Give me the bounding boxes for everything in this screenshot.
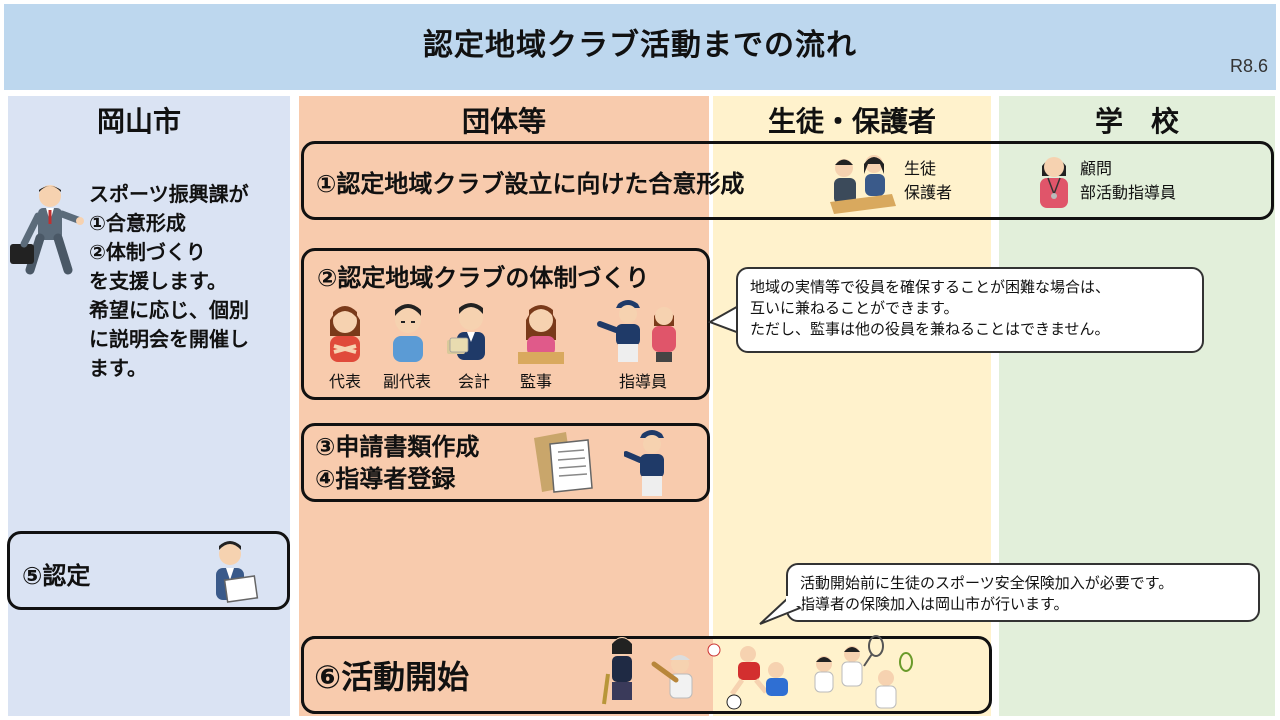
title-bar: [4, 4, 1276, 90]
step-6-box-left: [301, 636, 713, 714]
accountant-icon: [447, 303, 485, 360]
step-1-label: ①認定地域クラブ設立に向けた合意形成: [316, 170, 745, 198]
role-label: 指導員: [618, 372, 667, 391]
roles-note-line: 互いに兼ねることができます。: [750, 299, 959, 317]
city-support-line: を支援します。: [89, 269, 227, 293]
step-3-4-labels: ③申請書類作成 ④指導者登録: [315, 431, 479, 495]
official-with-document-icon: [216, 541, 259, 603]
column-header-city: 岡山市: [96, 105, 181, 138]
advisor-label: 顧問: [1080, 159, 1113, 178]
student-label: 生徒: [904, 159, 937, 178]
insurance-note-bubble: 活動開始前に生徒のスポーツ安全保険加入が必要です。 指導者の保険加入は岡山市が行…: [786, 563, 1260, 622]
step-5-label: ⑤認定: [22, 562, 91, 590]
version-label: R8.6: [1229, 56, 1268, 76]
representative-icon: [330, 306, 360, 362]
city-support-line: ②体制づくり: [89, 240, 206, 264]
step-3-4-box: [301, 423, 710, 502]
instructors-icon: [597, 300, 676, 362]
column-org: [299, 96, 709, 716]
step-1-student-labels: 生徒 保護者: [904, 157, 952, 205]
step-3-label: ③申請書類作成: [315, 433, 480, 461]
step-6-label: ⑥活動開始: [314, 658, 470, 696]
parent-student-meeting-icon: [830, 155, 896, 214]
vice-representative-icon: [393, 304, 423, 362]
step-2-label: ②認定地域クラブの体制づくり: [317, 264, 650, 292]
role-label: 監事: [519, 372, 552, 391]
documents-icon: [534, 432, 593, 493]
instructor-icon: [624, 430, 664, 496]
bubble-pointer: [759, 596, 802, 625]
step-5-box: [7, 531, 290, 610]
students-activities-icon: [602, 635, 913, 710]
city-support-line: 希望に応じ、個別: [89, 298, 249, 322]
roles-note-line: 地域の実情等で役員を確保することが困難な場合は、: [750, 278, 1111, 296]
teacher-whistle-icon: [1040, 157, 1068, 208]
city-support-text: スポーツ振興課が ①合意形成 ②体制づくり を支援します。 希望に応じ、個別 に…: [89, 180, 249, 383]
role-label: 会計: [457, 372, 490, 391]
insurance-note-line: 指導者の保険加入は岡山市が行います。: [800, 595, 1069, 613]
role-label: 代表: [328, 372, 361, 391]
club-instructor-label: 部活動指導員: [1080, 183, 1177, 202]
city-support-line: ①合意形成: [89, 211, 186, 235]
column-header-school: 学 校: [1094, 105, 1179, 138]
page-title: 認定地域クラブ活動までの流れ: [423, 28, 857, 63]
roles-note-line: ただし、監事は他の役員を兼ねることはできません。: [750, 320, 1110, 338]
column-header-org: 団体等: [461, 105, 546, 138]
city-support-line: に説明会を開催し: [89, 327, 249, 351]
insurance-note-line: 活動開始前に生徒のスポーツ安全保険加入が必要です。: [800, 574, 1174, 592]
businessman-briefcase-icon: [10, 185, 84, 275]
step-2-box: [301, 248, 710, 400]
city-support-line: ます。: [89, 356, 147, 380]
step-1-school-labels: 顧問 部活動指導員: [1080, 157, 1176, 205]
step-1-box: [301, 141, 1274, 220]
roles-note-bubble: 地域の実情等で役員を確保することが困難な場合は、 互いに兼ねることができます。 …: [736, 267, 1204, 353]
auditor-icon: [518, 305, 564, 364]
role-label: 副代表: [382, 372, 431, 391]
city-support-line: スポーツ振興課が: [89, 182, 249, 206]
column-header-student: 生徒・保護者: [767, 105, 936, 138]
step-4-label: ④指導者登録: [315, 465, 456, 493]
parent-label: 保護者: [904, 183, 953, 202]
